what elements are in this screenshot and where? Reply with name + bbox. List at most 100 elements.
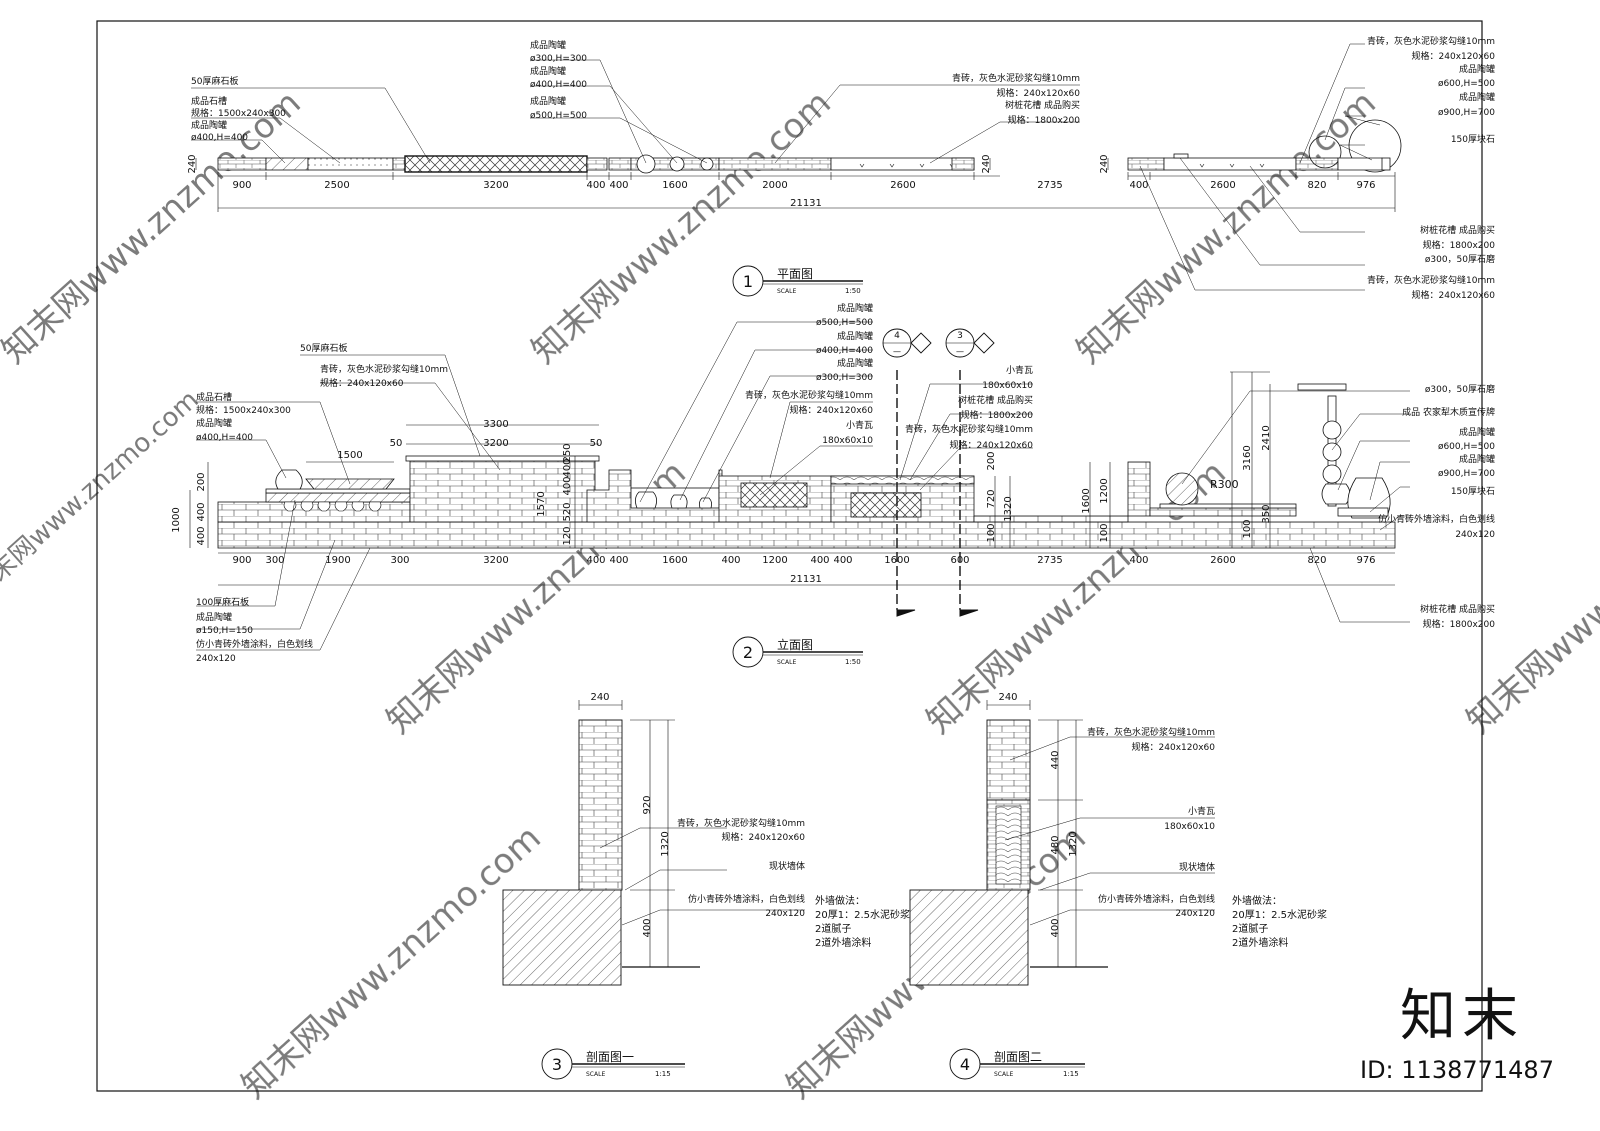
section-cut-4-sheet: —	[893, 347, 901, 356]
elev-label: 仿小青砖外墙涂料，白色划线	[196, 638, 313, 650]
elev-dim-label: 300	[265, 555, 284, 566]
sec1-scale-label: SCALE	[586, 1071, 605, 1078]
elev-label: 规格：240x120x60	[320, 377, 404, 389]
elev-dimensions	[189, 371, 1395, 586]
sec2-label: 现状墙体	[1179, 861, 1215, 873]
elev-dim-total: 21131	[790, 574, 822, 585]
elev-planter-lip	[1159, 503, 1297, 509]
plan-brick-segment	[217, 157, 267, 171]
plan-dim-label: 820	[1307, 180, 1326, 191]
plan-label: 规格：1500x240x300	[191, 107, 286, 119]
plan-label: ø400,H=400	[530, 80, 587, 90]
plan-title: 平面图	[777, 267, 813, 281]
sec1-note: 20厚1：2.5水泥砂浆	[815, 908, 910, 921]
elev-label: 成品陶罐	[196, 611, 232, 623]
plan-brick-segment	[586, 157, 608, 171]
elev-dim-mid: 1320	[1003, 496, 1014, 521]
sec2-label: 小青瓦	[1188, 805, 1215, 817]
elev-label: 青砖，灰色水泥砂浆勾缝10mm	[905, 423, 1033, 435]
elev-dim-mid: 100	[1242, 519, 1253, 538]
plan-label: 成品陶罐	[1459, 91, 1495, 103]
plan-jar-large	[1308, 135, 1342, 169]
elev-label: ø500,H=500	[816, 318, 873, 328]
elev-dim-label: 400	[609, 555, 628, 566]
elev-label: 仿小青砖外墙涂料，白色划线	[1378, 513, 1495, 525]
elev-dim-left: 400	[196, 502, 207, 521]
elevation-view	[217, 383, 1396, 549]
elev-dim-mid: 120	[562, 526, 573, 545]
elev-dim-label: 400	[810, 555, 829, 566]
elev-base-wall	[217, 521, 1396, 549]
elev-label: 50厚麻石板	[300, 342, 347, 354]
plan-label: 成品陶罐	[530, 39, 566, 51]
elev-dim-top: 3300	[483, 419, 508, 430]
elev-section-markers	[882, 328, 995, 617]
elev-dim-label: 400	[1129, 555, 1148, 566]
elev-small-jars	[283, 501, 382, 512]
plan-dim-label: 900	[232, 180, 251, 191]
sec2-tile-inner	[995, 805, 1022, 885]
elev-jar-left	[275, 469, 303, 490]
plan-label: 成品陶罐	[1459, 63, 1495, 75]
elev-label: 成品陶罐	[196, 417, 232, 429]
elev-label: 树桩花槽 成品购买	[1420, 603, 1495, 615]
elev-dim-left: 200	[196, 472, 207, 491]
elev-scale: 1:50	[845, 658, 861, 666]
watermark-layer: 知末网www.znzmo.com 知末网www.znzmo.com 知末网www…	[0, 83, 1600, 1107]
sec2-foundation	[909, 889, 1029, 986]
elev-label: 成品石槽	[196, 391, 232, 403]
plan-dim-label: 400	[1129, 180, 1148, 191]
sec1-label: 现状墙体	[769, 860, 805, 872]
elev-dim-label: 1200	[762, 555, 787, 566]
plan-scale-label: SCALE	[777, 288, 796, 295]
watermark-text: 知末网www.znzmo.com	[1069, 83, 1383, 372]
sec2-scale: 1:15	[1063, 1070, 1079, 1078]
sec2-dim: 440	[1050, 750, 1061, 769]
plan-label: 规格：240x120x60	[1412, 50, 1496, 62]
elev-dim-mid: 400	[562, 476, 573, 495]
elev-label: 成品陶罐	[837, 302, 873, 314]
watermark-brand: 知末	[1400, 984, 1524, 1049]
elev-label: 成品陶罐	[1459, 453, 1495, 465]
elev-label: ø300,H=300	[816, 373, 873, 383]
elev-label: ø400,H=400	[816, 346, 873, 356]
plan-label: 青砖，灰色水泥砂浆勾缝10mm	[952, 72, 1080, 84]
elev-radius: R300	[1210, 478, 1239, 491]
sec1-dim: 240	[590, 692, 609, 703]
plan-title-number: 1	[743, 272, 753, 291]
elev-title-block: 2 立面图 SCALE 1:50	[732, 636, 863, 668]
plan-brick-segment	[951, 157, 975, 171]
sec1-label: 青砖，灰色水泥砂浆勾缝10mm	[677, 817, 805, 829]
plan-planter-grass	[1199, 163, 1265, 168]
elev-label: 树桩花槽 成品购买	[958, 394, 1033, 406]
plan-label: 树桩花槽 成品购买	[1005, 99, 1080, 111]
elev-dim-label: 400	[586, 555, 605, 566]
elev-millstone	[1165, 472, 1199, 506]
sec2-scale-label: SCALE	[994, 1071, 1013, 1078]
elev-tile-window	[740, 482, 808, 508]
elev-dim-mid: 100	[1099, 523, 1110, 542]
plan-trough	[265, 157, 309, 171]
watermark-text: 知末网www.znzmo.com	[0, 385, 205, 605]
sec2-dim: 1320	[1068, 831, 1079, 856]
elev-label: 规格：1800x200	[961, 409, 1034, 421]
plan-dim-label: 1600	[662, 180, 687, 191]
watermark-text: 知末网www.znzmo.com	[234, 818, 548, 1107]
elev-jar-right	[1321, 483, 1351, 505]
sec1-note: 2道腻子	[815, 922, 851, 935]
sec1-dim: 920	[642, 795, 653, 814]
elev-low-band	[973, 515, 1129, 523]
plan-callouts: 50厚麻石板 成品石槽 规格：1500x240x300 成品陶罐 ø400,H=…	[191, 35, 1495, 301]
plan-label: 50厚麻石板	[191, 75, 238, 87]
elev-dim-mid: 720	[986, 489, 997, 508]
watermark-id: ID: 1138771487	[1360, 1056, 1554, 1084]
plan-label: 成品石槽	[191, 95, 227, 107]
plan-dim-label: 2000	[762, 180, 787, 191]
elev-label: 规格：240x120x60	[790, 404, 874, 416]
elev-label: 规格：240x120x60	[950, 439, 1034, 451]
elev-dim-mid: 400	[562, 458, 573, 477]
plan-brick-segment	[1127, 157, 1165, 171]
plan-brick-segment	[1295, 157, 1339, 171]
elev-label: 成品陶罐	[1459, 426, 1495, 438]
sec2-label: 180x60x10	[1164, 822, 1215, 832]
